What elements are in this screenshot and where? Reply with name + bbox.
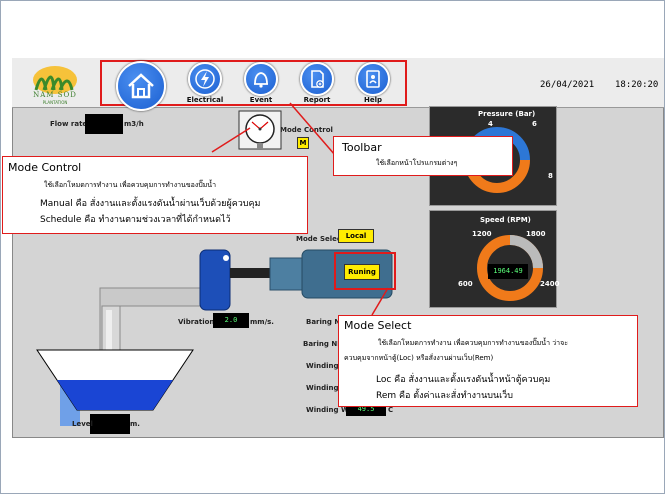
vibration-unit: mm/s. xyxy=(250,318,274,326)
home-icon xyxy=(128,73,154,99)
speed-tick-1800: 1800 xyxy=(526,230,546,238)
logo-text: NAM SOD xyxy=(33,91,77,99)
winding-unit: C xyxy=(388,406,394,414)
electrical-label: Electrical xyxy=(186,96,224,104)
lightning-icon xyxy=(195,69,215,89)
pressure-tick-4: 4 xyxy=(488,120,493,128)
baring-nde-label: Baring N xyxy=(306,318,341,326)
help-label: Help xyxy=(363,96,383,104)
winding-u-label: Winding xyxy=(306,362,339,370)
mode-control-callout-line-2: Manual คือ สั่งงานและตั้งแรงดันน้ำผ่านเว… xyxy=(40,199,261,209)
speed-title: Speed (RPM) xyxy=(480,216,531,224)
vibration-label: Vibration xyxy=(178,318,215,326)
mode-select-callout-line-3: Loc คือ สั่งงานและตั้งแรงดันน้ำหน้าตู้คว… xyxy=(376,375,551,385)
winding-w-label: Winding W xyxy=(306,406,349,414)
mode-control-callout xyxy=(2,156,308,234)
company-logo xyxy=(33,66,77,94)
logo-subtext: PLANTATION xyxy=(42,100,68,105)
mode-control-callout-line-3: Schedule คือ ทำงานตามช่วงเวลาที่ได้กำหนด… xyxy=(40,215,231,225)
running-highlight xyxy=(334,252,396,290)
baring-de-label: Baring NI xyxy=(303,340,340,348)
flow-rate-unit: m3/h xyxy=(124,120,144,128)
mode-select-callout-line-1: ใช้เลือกโหมดการทำงาน เพื่อควบคุมการทำงาน… xyxy=(378,339,568,347)
mode-select-callout-title: Mode Select xyxy=(344,319,412,332)
toolbar-callout-title: Toolbar xyxy=(342,141,382,154)
mode-select-callout-line-4: Rem คือ ตั้งค่าและสั่งทำงานบนเว็บ xyxy=(376,391,513,401)
speed-tick-600: 600 xyxy=(458,280,473,288)
report-button[interactable] xyxy=(300,62,334,96)
water-tank xyxy=(36,349,194,434)
event-button[interactable] xyxy=(244,62,278,96)
home-button[interactable] xyxy=(116,61,166,111)
level-unit: m. xyxy=(130,420,140,428)
vibration-value: 2.0 xyxy=(213,313,249,328)
toolbar-callout-line-1: ใช้เลือกหน้าโปรแกรมต่างๆ xyxy=(376,159,458,167)
flow-rate-label: Flow rate xyxy=(50,120,88,128)
mode-select-callout xyxy=(338,315,638,407)
pressure-tick-6: 6 xyxy=(532,120,537,128)
mode-control-label: Mode Control xyxy=(280,126,333,134)
bell-icon xyxy=(254,72,268,88)
toolbar-callout xyxy=(333,136,513,176)
header-date: 26/04/2021 xyxy=(540,80,595,90)
pressure-title: Pressure (Bar) xyxy=(478,110,536,118)
flow-rate-display xyxy=(85,114,123,134)
speed-value: 1964.49 xyxy=(488,264,528,279)
level-label: Level xyxy=(72,420,93,428)
help-book-icon xyxy=(366,70,380,88)
pressure-dial-gauge xyxy=(238,110,282,150)
mode-select-callout-line-2: ควบคุมจากหน้าตู้(Loc) หรือสั่งงานผ่านเว็… xyxy=(344,354,494,362)
pressure-tick-8: 8 xyxy=(548,172,553,180)
winding-v-label: Winding xyxy=(306,384,339,392)
help-button[interactable] xyxy=(356,62,390,96)
report-icon xyxy=(311,70,324,88)
header-time: 18:20:20 xyxy=(615,80,659,90)
mode-control-callout-line-1: ใช้เลือกโหมดการทำงาน เพื่อควบคุมการทำงาน… xyxy=(44,181,217,189)
local-button[interactable]: Local xyxy=(338,229,374,243)
event-label: Event xyxy=(249,96,273,104)
toolbar-highlight xyxy=(100,60,407,106)
running-status: Runing xyxy=(344,264,380,280)
speed-tick-1200: 1200 xyxy=(472,230,492,238)
mode-control-button[interactable]: M xyxy=(297,137,309,149)
mode-control-callout-title: Mode Control xyxy=(8,161,82,174)
mode-select-label: Mode Select xyxy=(296,235,345,243)
report-label: Report xyxy=(303,96,331,104)
electrical-button[interactable] xyxy=(188,62,222,96)
speed-tick-2400: 2400 xyxy=(540,280,560,288)
